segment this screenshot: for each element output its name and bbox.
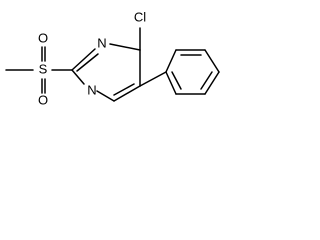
bond-c5-c6-inner [113,83,135,96]
bond-ph-inner-left [171,71,182,90]
sulfur-label: S [39,61,48,76]
sulfonyl-oxygen-label-bottom: O [38,92,48,107]
bond-ph-c3-c4 [204,49,220,73]
bond-c6-n1 [96,90,115,102]
bond-n3-c4 [109,43,141,51]
nitrogen-label-bottom: N [87,82,96,97]
bond-c5-phenyl [139,71,167,87]
sulfonyl-oxygen-label-top: O [38,30,48,45]
bond-ph-c4-c5 [204,71,220,95]
bond-ph-c1-c2 [165,49,177,73]
bond-c2-n3 [71,48,96,71]
structure-canvas: Cl N N S O O [0,0,286,125]
bonds [5,27,220,102]
bond-c5-c6 [113,85,141,102]
nitrogen-label-top: N [97,35,106,50]
bond-ph-c6-c1 [165,71,177,95]
bond-c2-n3-inner [76,53,99,72]
atom-labels: Cl N N S O O [38,9,146,107]
chemical-structure: Cl N N S O O [5,9,220,107]
chlorine-label: Cl [134,9,146,24]
bond-ph-inner-right [200,71,213,90]
bond-n1-c2 [71,69,85,85]
